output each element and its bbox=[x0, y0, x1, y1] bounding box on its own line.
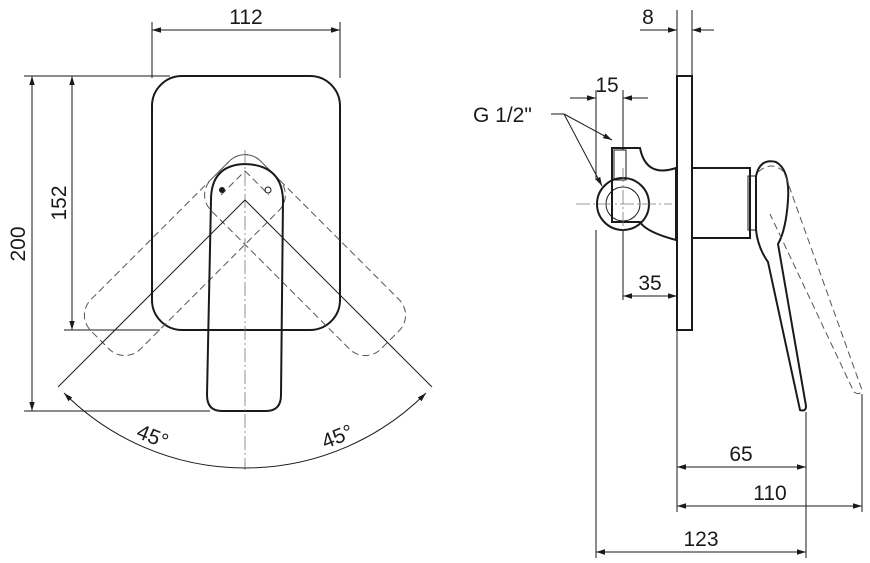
inlet-stub bbox=[613, 149, 627, 181]
side-lever-ghost bbox=[757, 165, 863, 395]
cold-indicator-dot bbox=[264, 186, 272, 194]
handle-ghost-right bbox=[83, 154, 286, 357]
spindle-hub bbox=[691, 167, 751, 239]
dim-inlet-offset-label: 15 bbox=[595, 74, 618, 97]
dim-body-depth-label: 35 bbox=[638, 272, 661, 295]
thread-label: G 1/2" bbox=[473, 104, 532, 127]
handle-ghost-left bbox=[204, 154, 407, 357]
dim-total-depth-label: 123 bbox=[683, 528, 718, 551]
cover-plate bbox=[151, 75, 341, 331]
dim-plate-thickness-label: 8 bbox=[642, 6, 654, 29]
dim-height-outer-label: 200 bbox=[7, 226, 30, 261]
dim-depth-mid-label: 110 bbox=[753, 482, 786, 505]
angle-left-label: 45° bbox=[133, 420, 171, 453]
dim-height-inner-label: 152 bbox=[48, 185, 71, 220]
side-lever bbox=[755, 160, 808, 412]
side-cover-plate bbox=[676, 75, 693, 331]
dim-width-label: 112 bbox=[229, 6, 262, 29]
side-view: 8 15 G 1/2" 35 65 110 123 bbox=[473, 6, 863, 558]
dim-handle-depth-label: 65 bbox=[729, 443, 752, 466]
angle-right-label: 45° bbox=[319, 420, 357, 453]
rotation-arc bbox=[63, 392, 427, 469]
valve-body bbox=[611, 147, 677, 242]
hot-indicator-dot bbox=[219, 187, 225, 193]
front-view: 112 200 152 45° 45° bbox=[7, 6, 433, 470]
